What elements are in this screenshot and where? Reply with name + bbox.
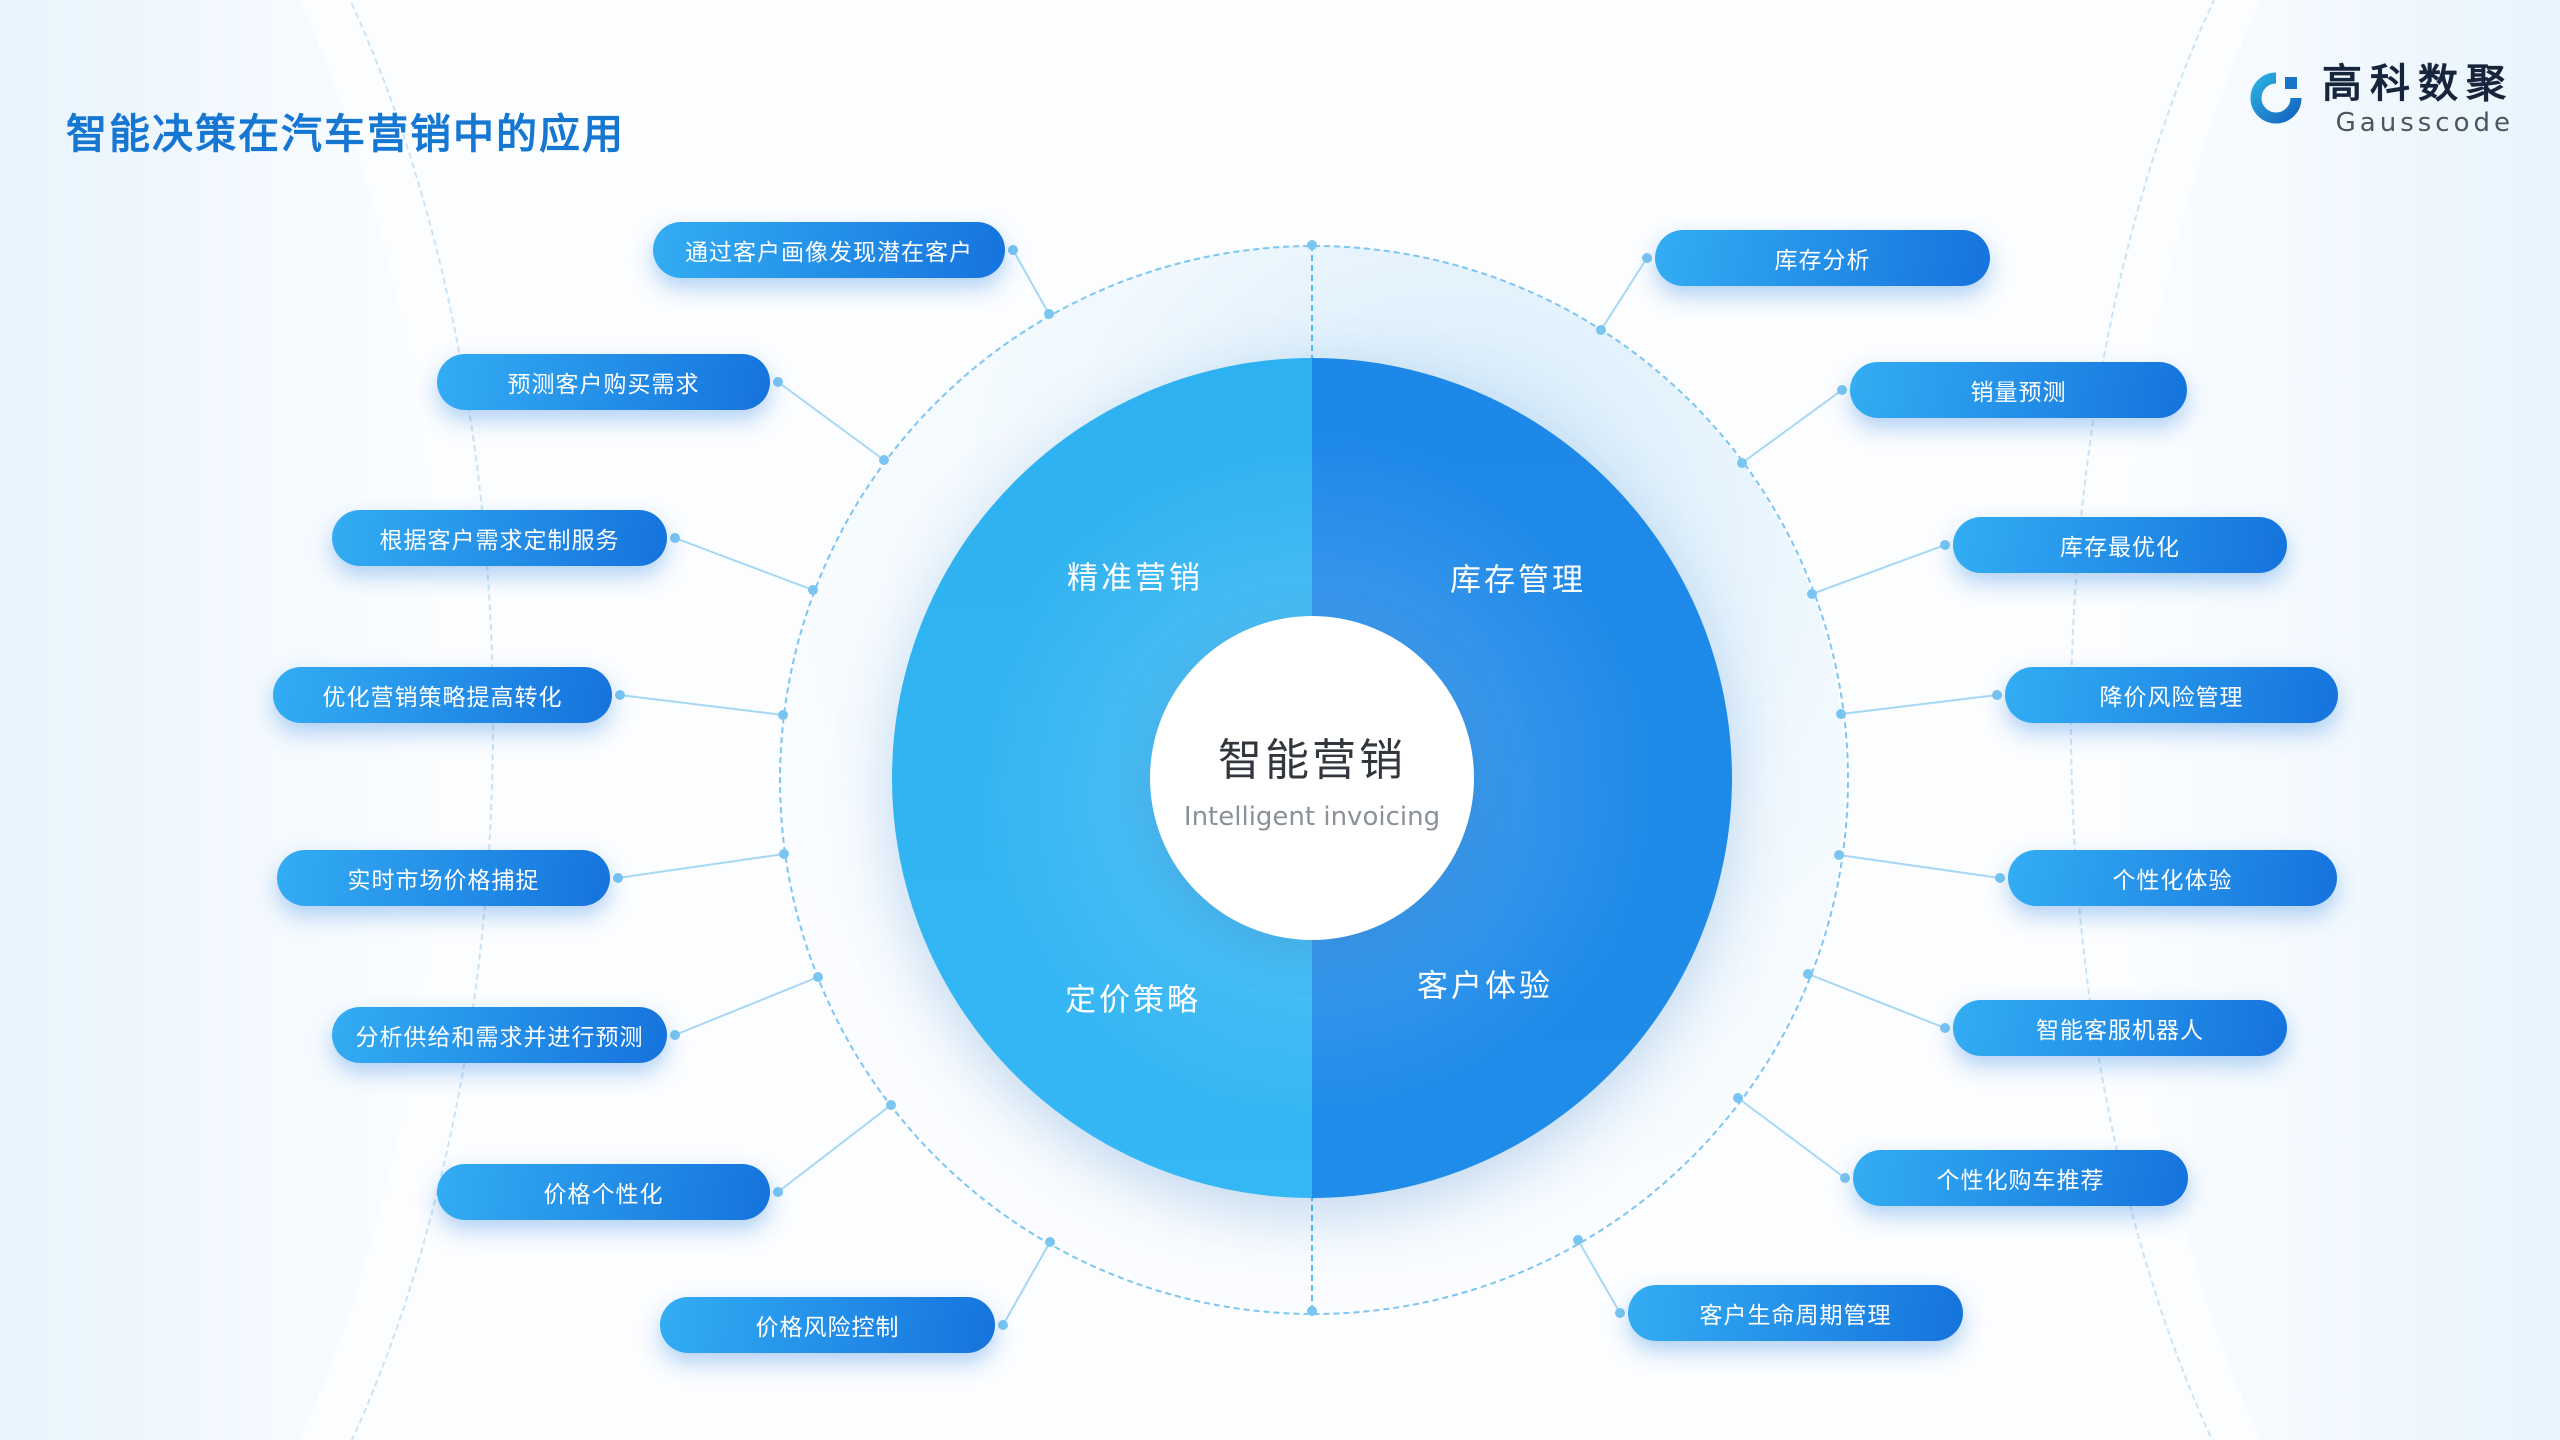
page-title: 智能决策在汽车营销中的应用 <box>66 110 625 158</box>
dashed-circle <box>779 245 1849 1315</box>
logo-name: 高科数聚 <box>2322 61 2514 107</box>
right-item-1: 库存分析 <box>1655 230 1990 286</box>
right-item-3: 库存最优化 <box>1953 517 2287 573</box>
center-circle: 智能营销 Intelligent invoicing <box>1150 616 1474 940</box>
center-subtitle: Intelligent invoicing <box>1183 802 1441 832</box>
quadrant-label-inventory-management: 库存管理 <box>1450 562 1586 599</box>
left-item-2: 预测客户购买需求 <box>437 354 770 410</box>
left-item-7: 价格个性化 <box>437 1164 770 1220</box>
left-item-8: 价格风险控制 <box>660 1297 995 1353</box>
center-title: 智能营销 <box>1218 735 1406 786</box>
right-item-7: 个性化购车推荐 <box>1853 1150 2188 1206</box>
right-item-5: 个性化体验 <box>2008 850 2337 906</box>
left-item-3: 根据客户需求定制服务 <box>332 510 667 566</box>
right-item-4: 降价风险管理 <box>2005 667 2338 723</box>
right-item-6: 智能客服机器人 <box>1953 1000 2287 1056</box>
right-item-2: 销量预测 <box>1850 362 2187 418</box>
gausscode-logo-icon <box>2250 72 2302 124</box>
quadrant-label-precision-marketing: 精准营销 <box>1067 560 1203 597</box>
right-item-8: 客户生命周期管理 <box>1628 1285 1963 1341</box>
left-item-1: 通过客户画像发现潜在客户 <box>653 222 1005 278</box>
left-item-4: 优化营销策略提高转化 <box>273 667 612 723</box>
quadrant-label-customer-experience: 客户体验 <box>1417 968 1553 1005</box>
left-item-6: 分析供给和需求并进行预测 <box>332 1007 667 1063</box>
logo-text: 高科数聚 Gausscode <box>2322 62 2514 138</box>
logo: 高科数聚 Gausscode <box>2244 62 2514 138</box>
logo-subtitle: Gausscode <box>2335 108 2514 138</box>
quadrant-label-pricing-strategy: 定价策略 <box>1065 982 1201 1019</box>
left-item-5: 实时市场价格捕捉 <box>277 850 610 906</box>
